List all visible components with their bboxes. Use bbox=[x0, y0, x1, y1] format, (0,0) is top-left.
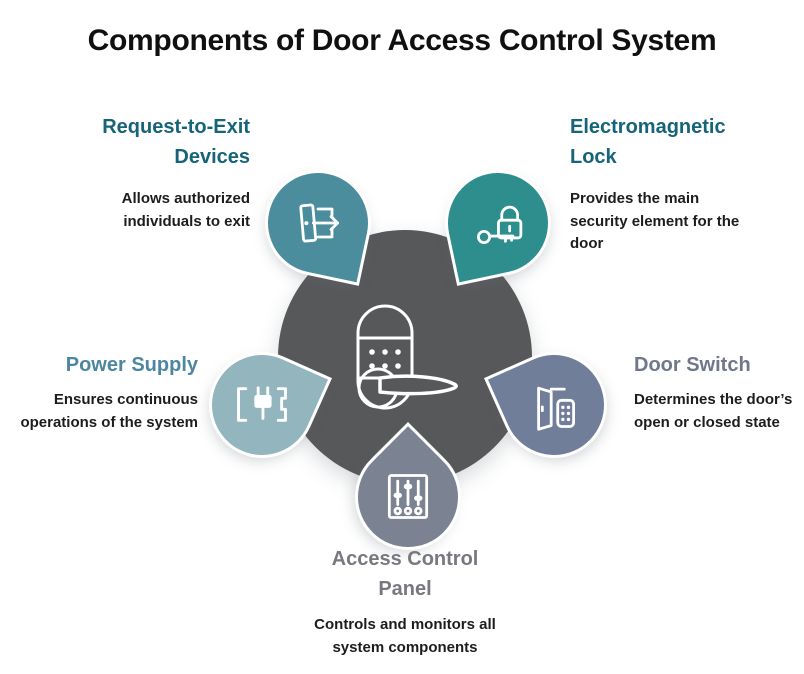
control-panel-sliders-icon bbox=[387, 474, 429, 519]
component-description: Determines the door’s open or closed sta… bbox=[634, 391, 793, 431]
petal-request-to-exit bbox=[258, 163, 378, 283]
petal-power-supply bbox=[195, 338, 329, 472]
component-description: Allows authorized individuals to exit bbox=[121, 190, 250, 230]
smart-door-lock-icon bbox=[350, 300, 465, 420]
component-heading: Electromagnetic Lock bbox=[570, 116, 726, 168]
component-heading: Access Control Panel bbox=[331, 548, 479, 600]
door-and-switch-panel-icon bbox=[537, 386, 575, 431]
door-exit-arrow-icon bbox=[299, 203, 339, 243]
component-description: Provides the main security element for t… bbox=[570, 190, 740, 252]
component-text-request-to-exit: Request-to-Exit Devices Allows authorize… bbox=[70, 112, 250, 233]
component-text-door-switch: Door Switch Determines the door’s open o… bbox=[634, 350, 804, 434]
component-heading: Door Switch bbox=[634, 354, 751, 376]
component-heading: Power Supply bbox=[65, 354, 198, 376]
component-text-electromagnetic-lock: Electromagnetic Lock Provides the main s… bbox=[570, 112, 755, 256]
component-description: Ensures continuous operations of the sys… bbox=[20, 391, 198, 431]
power-plug-icon bbox=[237, 386, 287, 422]
component-heading: Request-to-Exit Devices bbox=[102, 116, 250, 168]
component-text-access-control-panel: Access Control Panel Controls and monito… bbox=[312, 544, 498, 659]
petal-access-control-panel bbox=[337, 426, 479, 568]
component-description: Controls and monitors all system compone… bbox=[314, 616, 496, 656]
component-text-power-supply: Power Supply Ensures continuous operatio… bbox=[8, 350, 198, 434]
petal-electromagnetic-lock bbox=[438, 163, 558, 283]
page-title: Components of Door Access Control System bbox=[87, 24, 717, 57]
padlock-key-icon bbox=[477, 205, 523, 244]
petal-door-switch bbox=[487, 338, 621, 472]
